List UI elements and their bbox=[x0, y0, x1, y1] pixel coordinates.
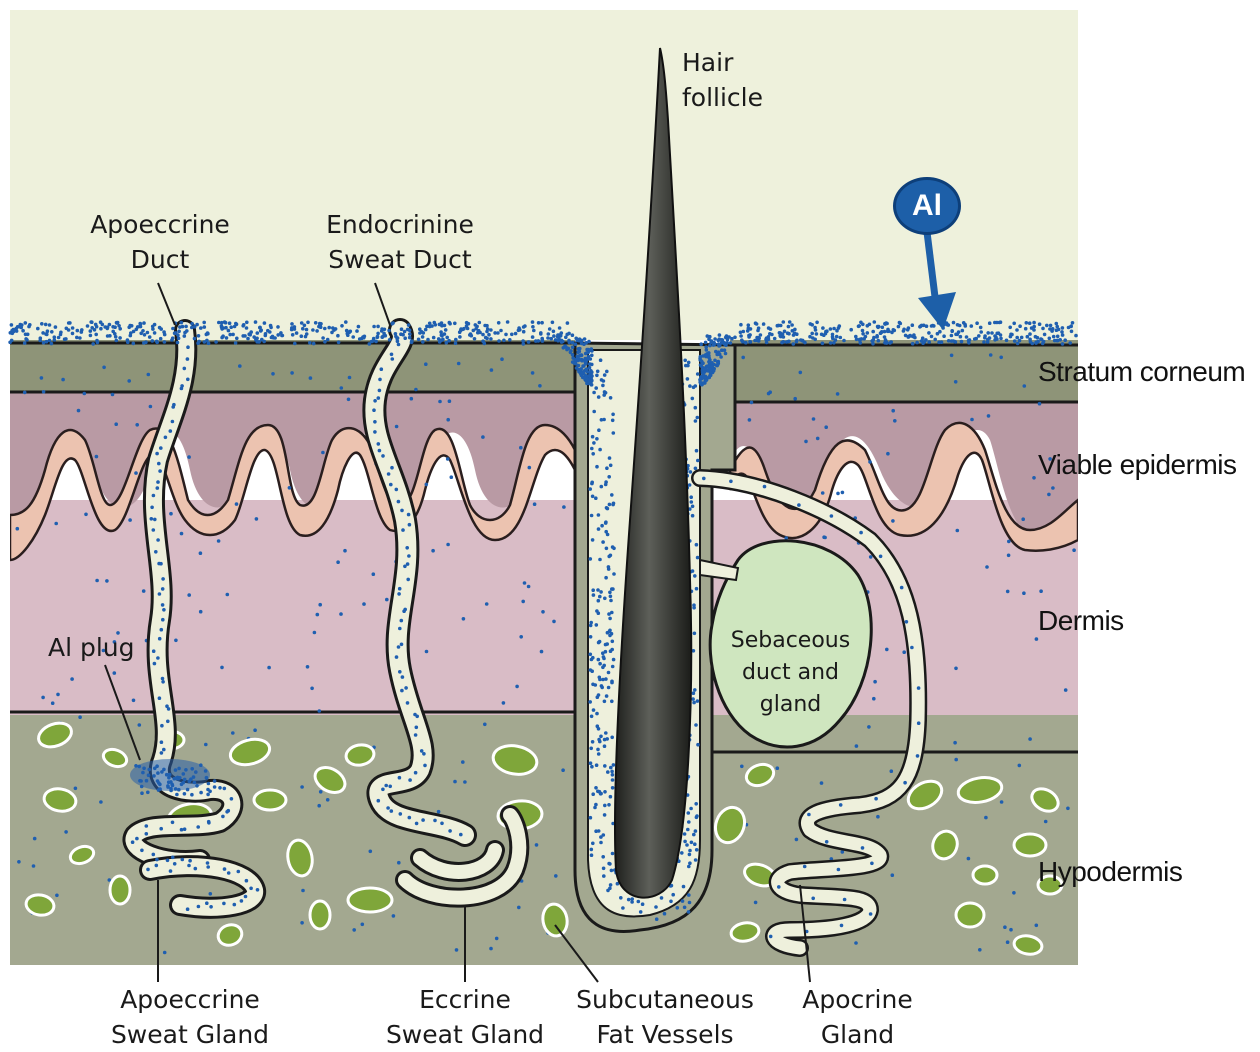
fat-cell bbox=[956, 903, 984, 927]
label-eccrine-gland: Eccrine Sweat Gland bbox=[375, 982, 555, 1052]
fat-cell bbox=[973, 866, 997, 884]
surface-background bbox=[10, 10, 1078, 340]
label-stratum-corneum: Stratum corneum bbox=[1038, 356, 1245, 388]
label-hair-follicle: Hair follicle bbox=[682, 45, 763, 115]
label-hypodermis: Hypodermis bbox=[1038, 856, 1182, 888]
label-apocrine-gland: Apocrine Gland bbox=[785, 982, 930, 1052]
label-sebaceous: Sebaceous duct and gland bbox=[718, 625, 863, 721]
label-ai-plug: Al plug bbox=[48, 630, 135, 665]
label-dermis: Dermis bbox=[1038, 605, 1124, 637]
label-fat-vessels: Subcutaneous Fat Vessels bbox=[570, 982, 760, 1052]
label-viable-epidermis: Viable epidermis bbox=[1038, 449, 1237, 481]
fat-cell bbox=[1014, 834, 1046, 856]
label-apoeccrine-duct: Apoeccrine Duct bbox=[80, 207, 240, 277]
ai-badge: Al bbox=[893, 177, 961, 235]
fat-cell bbox=[254, 790, 286, 810]
fat-cell bbox=[110, 876, 130, 904]
label-endocrinine-duct: Endocrinine Sweat Duct bbox=[310, 207, 490, 277]
fat-cell bbox=[310, 901, 330, 929]
label-apoeccrine-gland: Apoeccrine Sweat Gland bbox=[90, 982, 290, 1052]
fat-cell bbox=[348, 888, 392, 912]
